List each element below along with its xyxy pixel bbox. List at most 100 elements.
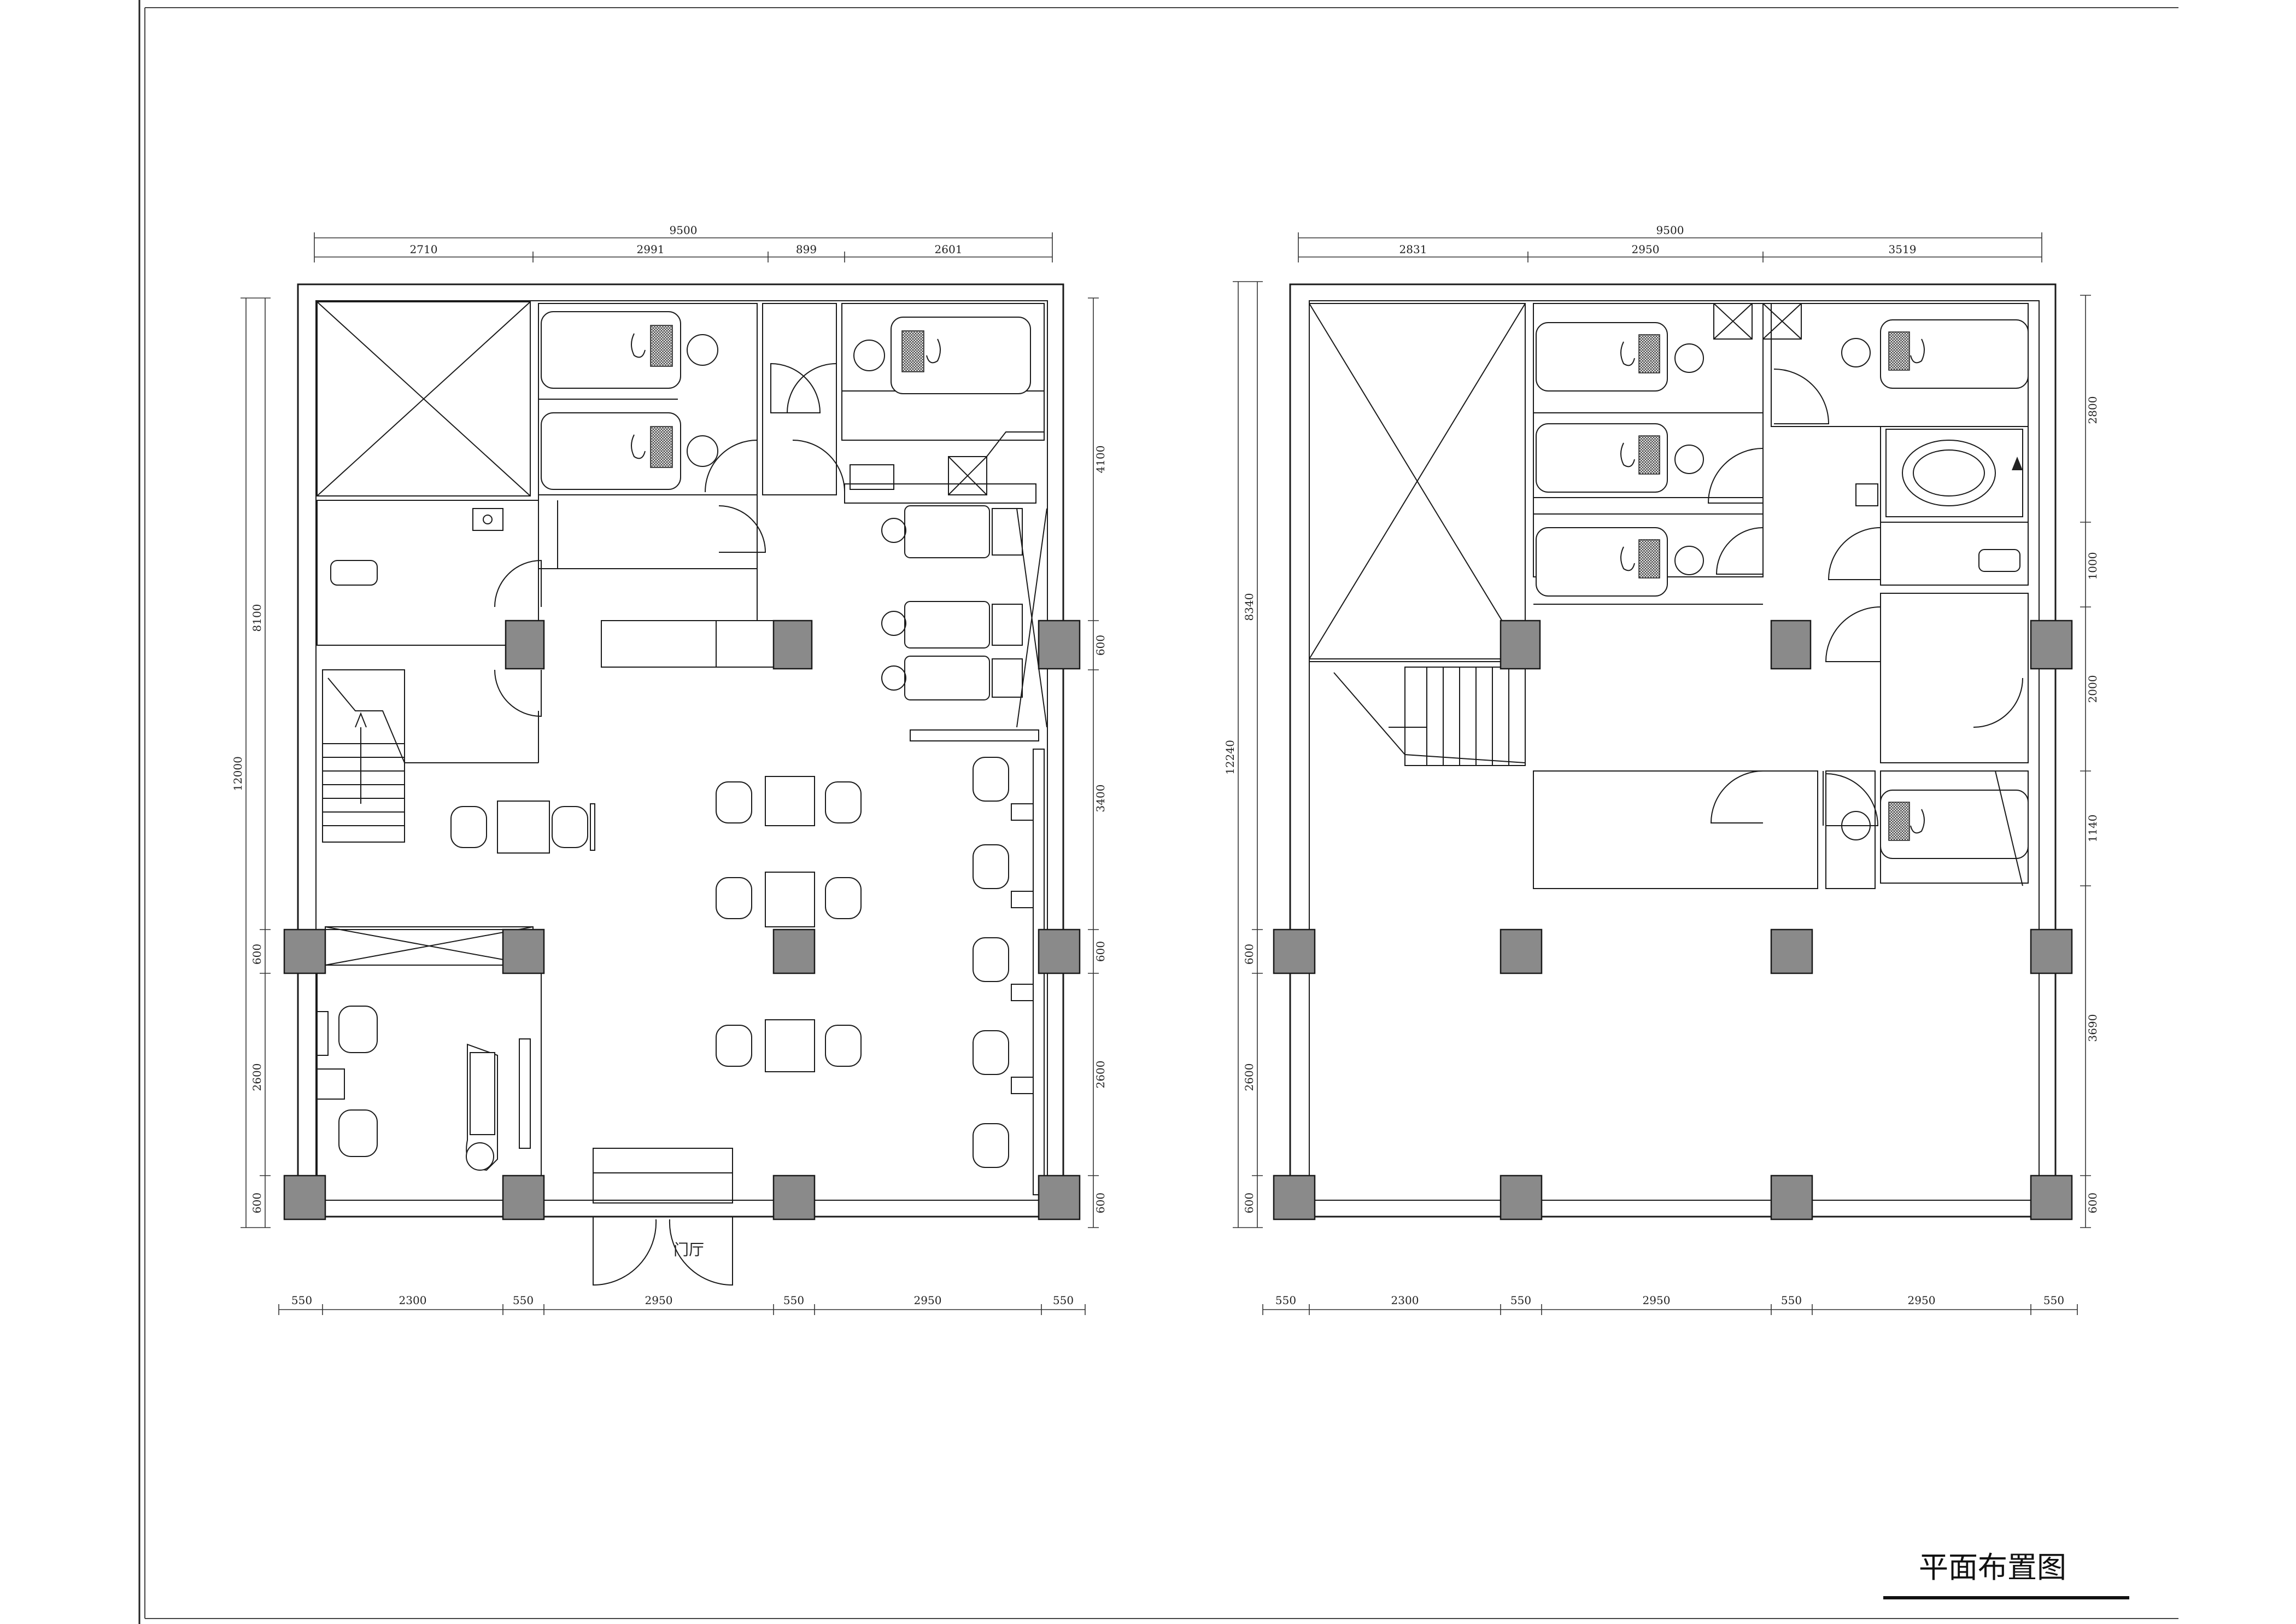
ground-outer-wall xyxy=(297,283,1064,1218)
dim-right-seg: 1140 xyxy=(2086,815,2099,843)
dim-top-total: 9500 xyxy=(1656,224,1684,237)
round-stool xyxy=(1841,338,1871,367)
dim-left-seg: 600 xyxy=(250,1193,263,1213)
column xyxy=(2030,928,2073,974)
dim-right-seg: 600 xyxy=(1094,635,1107,656)
ground-lounge xyxy=(317,926,542,1201)
upper-storage-boxes xyxy=(1713,303,1802,340)
bed xyxy=(1880,319,2029,389)
round-stool xyxy=(853,340,885,371)
dim-bottom-seg: 2950 xyxy=(914,1294,942,1307)
round-stool xyxy=(687,334,718,366)
upper-doors xyxy=(1707,369,2023,886)
ground-inner-wall xyxy=(315,300,1048,1201)
dim-left-seg: 600 xyxy=(1243,1193,1256,1213)
dim-bottom-seg: 2300 xyxy=(399,1294,427,1307)
bed xyxy=(541,311,681,389)
dim-right-seg: 1000 xyxy=(2086,552,2099,580)
column xyxy=(1038,1175,1081,1220)
ground-floor-plan: 门厅 9500 2710 2991 xyxy=(231,224,1107,1315)
bathtub-icon xyxy=(1978,549,2020,572)
dim-right-seg: 2800 xyxy=(2086,396,2099,424)
ground-staircase xyxy=(322,669,405,843)
storage-box xyxy=(948,456,987,495)
column xyxy=(2030,1175,2073,1220)
ground-washroom xyxy=(317,500,539,646)
bathtub-icon xyxy=(330,560,378,586)
dim-bottom-seg: 2950 xyxy=(1643,1294,1671,1307)
table-set xyxy=(716,776,862,826)
shampoo-chairs xyxy=(844,431,1047,741)
dim-top-seg: 2710 xyxy=(410,243,438,256)
dim-top-seg: 2601 xyxy=(935,243,963,256)
column xyxy=(772,928,816,974)
ground-dimensions-left: 12000 8100 600 2600 600 xyxy=(231,297,271,1228)
column xyxy=(1038,620,1081,670)
dim-bottom-seg: 550 xyxy=(1510,1294,1531,1307)
entrance-doors: 门厅 xyxy=(593,1148,733,1286)
upper-spa-room xyxy=(1855,429,2023,572)
dim-bottom-seg: 550 xyxy=(2043,1294,2064,1307)
dim-right-seg: 2600 xyxy=(1094,1061,1107,1089)
column xyxy=(283,1175,326,1220)
column xyxy=(283,928,326,974)
ground-void-area xyxy=(317,301,531,496)
sheet-frame xyxy=(138,0,2178,1624)
dim-top-seg: 2991 xyxy=(637,243,665,256)
dim-right-seg: 600 xyxy=(2086,1193,2099,1213)
dim-bottom-seg: 2950 xyxy=(645,1294,673,1307)
table-set xyxy=(716,872,862,927)
dim-bottom-seg: 550 xyxy=(1053,1294,1074,1307)
column xyxy=(1500,1175,1543,1220)
dim-right-seg: 600 xyxy=(1094,941,1107,962)
upper-staircase xyxy=(1333,667,1526,766)
column xyxy=(1273,928,1316,974)
sofa xyxy=(466,1043,498,1171)
dim-bottom-seg: 550 xyxy=(513,1294,534,1307)
dim-right-seg: 600 xyxy=(1094,1193,1107,1213)
round-stool xyxy=(687,435,718,467)
upper-dimensions-top: 9500 2831 2950 3519 xyxy=(1298,224,2042,262)
column xyxy=(1500,620,1541,670)
sink-icon xyxy=(850,464,894,490)
dim-bottom-seg: 2950 xyxy=(1908,1294,1936,1307)
ground-doors xyxy=(494,363,845,717)
dim-left-total: 12000 xyxy=(231,756,244,791)
column xyxy=(1038,928,1081,974)
sink-icon xyxy=(1855,483,1878,506)
dim-bottom-seg: 550 xyxy=(1275,1294,1296,1307)
dim-right-seg: 3690 xyxy=(2086,1014,2099,1042)
column xyxy=(1770,928,1813,974)
ground-tables xyxy=(450,776,862,1072)
column xyxy=(1273,1175,1316,1220)
ground-dimensions-bottom: 550 2300 550 2950 550 2950 550 xyxy=(278,1294,1086,1315)
dim-right-seg: 2000 xyxy=(2086,675,2099,703)
column xyxy=(772,1175,816,1220)
dim-left-seg: 600 xyxy=(1243,944,1256,965)
dim-left-upper: 8340 xyxy=(1243,593,1256,621)
dim-top-seg: 3519 xyxy=(1889,243,1917,256)
column xyxy=(1500,928,1543,974)
dim-top-seg: 2831 xyxy=(1399,243,1427,256)
dim-top-total: 9500 xyxy=(670,224,698,237)
dim-bottom-seg: 550 xyxy=(291,1294,312,1307)
dim-right-seg: 3400 xyxy=(1094,785,1107,813)
dim-left-seg: 600 xyxy=(250,944,263,965)
column xyxy=(2030,620,2073,670)
sink-icon xyxy=(472,508,503,531)
column xyxy=(1770,1175,1813,1220)
dim-bottom-seg: 550 xyxy=(1781,1294,1802,1307)
dim-top-seg: 899 xyxy=(796,243,817,256)
dim-bottom-seg: 2300 xyxy=(1391,1294,1419,1307)
ground-beds xyxy=(541,311,1031,490)
styling-stations xyxy=(973,749,1045,1195)
ground-dimensions-right: 4100 600 3400 600 2600 600 xyxy=(1088,297,1107,1228)
bed xyxy=(891,317,1031,394)
upper-columns xyxy=(1273,620,2073,1220)
dim-bottom-seg: 550 xyxy=(783,1294,804,1307)
ground-columns xyxy=(283,620,1081,1220)
dim-left-upper: 8100 xyxy=(250,604,263,632)
sheet-title: 平面布置图 xyxy=(1919,1550,2066,1585)
upper-dimensions-right: 2800 1000 2000 1140 3690 600 xyxy=(2080,295,2099,1228)
